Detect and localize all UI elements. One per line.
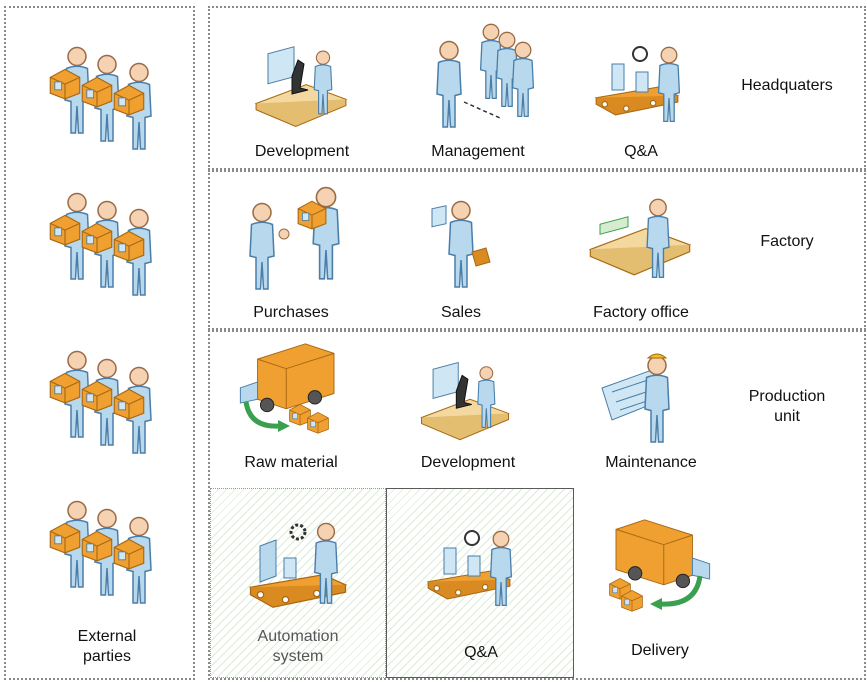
robot-conveyor-icon <box>246 510 356 620</box>
pu-delivery-label: Delivery <box>631 642 689 659</box>
headquarters-panel <box>208 6 866 170</box>
salesperson-icon <box>426 196 496 290</box>
scientist-microscope-icon <box>416 356 516 448</box>
people-exchange-icon <box>244 182 354 292</box>
scientist-microscope-icon <box>252 40 352 135</box>
pu-maintenance-label: Maintenance <box>605 454 697 471</box>
engineer-blueprint-icon <box>596 350 696 450</box>
people-with-boxes-icon <box>44 340 164 460</box>
fac-office-label: Factory office <box>593 304 689 321</box>
section-production-unit-label: Production unit <box>748 388 826 425</box>
people-with-boxes-icon <box>44 182 164 302</box>
section-headquarters-label: Headquaters <box>741 77 833 94</box>
office-desk-icon <box>586 194 696 294</box>
inspector-conveyor-icon <box>424 520 534 620</box>
pu-raw-material-label: Raw material <box>244 454 338 471</box>
hq-development-label: Development <box>254 143 350 160</box>
external-parties-label: External parties <box>77 628 137 665</box>
factory-panel <box>208 170 866 330</box>
people-with-boxes-icon <box>44 36 164 156</box>
external-parties-panel <box>4 6 195 680</box>
fac-purchases-label: Purchases <box>253 304 329 321</box>
truck-delivery-icon <box>604 516 714 620</box>
pu-development-label: Development <box>420 454 516 471</box>
pu-automation-label: Automation system <box>257 628 339 665</box>
inspector-conveyor-icon <box>592 36 702 136</box>
hq-qa-label: Q&A <box>624 143 658 160</box>
people-group-icon <box>430 22 540 132</box>
section-factory-label: Factory <box>760 233 814 250</box>
hq-management-label: Management <box>431 143 525 160</box>
people-with-boxes-icon <box>44 490 164 610</box>
pu-qa-label: Q&A <box>464 644 498 661</box>
fac-sales-label: Sales <box>440 304 482 321</box>
truck-unload-icon <box>236 340 346 444</box>
production-unit-panel <box>208 330 866 680</box>
